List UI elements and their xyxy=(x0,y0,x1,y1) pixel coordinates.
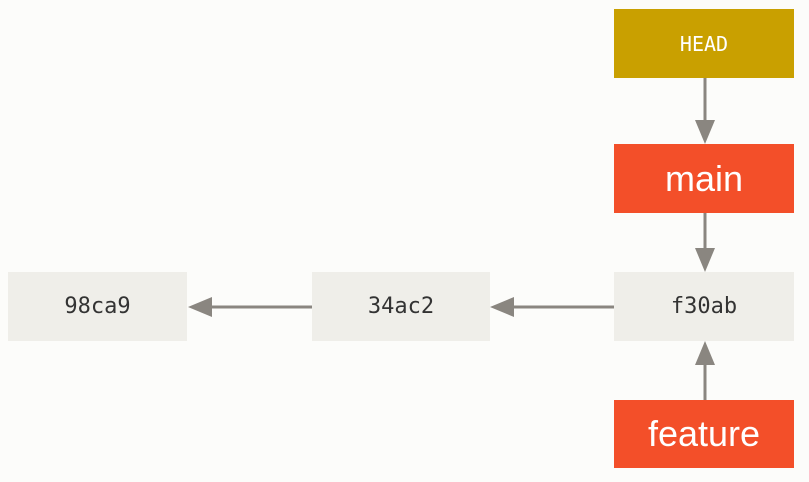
commit-label: 98ca9 xyxy=(64,294,131,319)
arrow-f30ab-to-34ac2 xyxy=(490,297,614,317)
head-label: HEAD xyxy=(679,31,729,56)
branch-main-label: main xyxy=(664,157,744,199)
head-pointer: HEAD xyxy=(614,9,794,78)
commit-node-98ca9: 98ca9 xyxy=(8,272,187,341)
commit-label: f30ab xyxy=(670,294,738,319)
branch-main: main xyxy=(614,144,794,213)
commit-node-34ac2: 34ac2 xyxy=(312,272,490,341)
branch-feature-label: feature xyxy=(647,413,761,454)
commit-label: 34ac2 xyxy=(367,294,435,319)
arrow-main-to-f30ab xyxy=(695,213,715,272)
arrow-34ac2-to-98ca9 xyxy=(188,297,312,317)
commit-node-f30ab: f30ab xyxy=(614,272,794,341)
branch-feature: feature xyxy=(614,400,794,468)
arrow-head-to-main xyxy=(695,78,715,144)
arrow-feature-to-f30ab xyxy=(695,341,715,400)
